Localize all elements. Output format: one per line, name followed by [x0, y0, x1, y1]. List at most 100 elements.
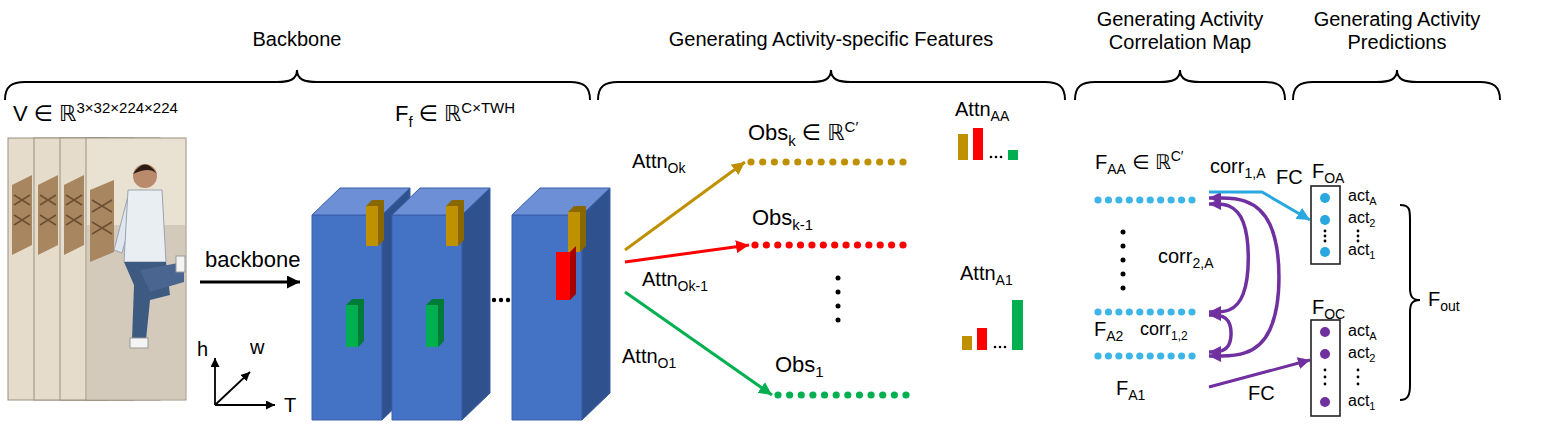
node-label: 2	[1369, 352, 1375, 364]
section-title: Generating Activity Predictions	[1292, 8, 1502, 54]
axis-label: w	[250, 336, 264, 359]
vector-dot	[747, 158, 754, 165]
node-label: 3×32×224×224	[77, 99, 178, 116]
patch	[556, 252, 570, 300]
person-shoe	[176, 256, 185, 272]
ellipsis-dot	[1357, 235, 1360, 238]
node-label: OA	[1324, 170, 1344, 186]
vector-dot	[899, 158, 906, 165]
vector-dot	[820, 241, 827, 248]
correlation-arc	[1209, 315, 1231, 352]
ellipsis-dot	[1357, 383, 1360, 386]
output-dot	[1320, 397, 1330, 407]
dot	[836, 276, 841, 281]
dot	[999, 346, 1002, 349]
node-label: act	[1348, 344, 1369, 361]
bar	[977, 328, 987, 350]
vector-dot	[798, 391, 805, 398]
vector-dot	[763, 241, 770, 248]
label-text: F	[1428, 288, 1440, 310]
correlation-arc	[1209, 198, 1279, 356]
attention-label: AttnAA	[955, 98, 1009, 124]
vector-dot	[1115, 352, 1122, 359]
bar	[1008, 150, 1018, 160]
node-label: 1	[1369, 400, 1375, 412]
observation-vector: Obs1	[772, 352, 912, 402]
node-label: act	[1348, 241, 1369, 258]
node-label: V ∈ ℝ	[13, 101, 77, 126]
brace	[598, 70, 1065, 100]
vector-dot	[751, 241, 758, 248]
dot	[994, 346, 997, 349]
vector-dot	[841, 158, 848, 165]
node-label: k-1	[792, 216, 813, 233]
node-label: A1	[1128, 387, 1145, 403]
label-text: Attn	[642, 268, 678, 290]
text-row: V ∈ ℝ3×32×224×224	[13, 99, 178, 127]
vector-dot	[1136, 308, 1143, 315]
pillow-pattern	[92, 200, 112, 234]
axis	[214, 358, 216, 405]
node-label: C×TWH	[461, 99, 515, 116]
attention-label: AttnOk-1	[642, 268, 708, 294]
vector-dot	[829, 158, 836, 165]
vector-dot	[867, 391, 874, 398]
text-row: FA2	[1094, 318, 1123, 344]
pillow	[90, 180, 114, 262]
label-text: Attn	[960, 262, 996, 284]
node-label: A	[1369, 330, 1376, 342]
ellipsis-dot	[1324, 240, 1327, 243]
label-text: Generating Activity Correlation Map	[1097, 8, 1264, 53]
bar	[973, 128, 983, 160]
text-row: act2	[1348, 209, 1375, 230]
vector-dot	[759, 158, 766, 165]
text-row: FAA∈ ℝC′	[1095, 148, 1183, 177]
patch	[446, 200, 464, 246]
output-label: Fout	[1428, 288, 1460, 314]
vector-dot	[1105, 308, 1112, 315]
dot	[506, 298, 510, 302]
vector-dot	[842, 241, 849, 248]
vector-dot	[1147, 352, 1154, 359]
output-outline	[1311, 320, 1340, 416]
node-label: f	[408, 113, 412, 130]
text-row: act1	[1348, 241, 1375, 262]
attention-arrow	[625, 245, 749, 262]
person-head	[133, 164, 157, 188]
vector-dot	[806, 158, 813, 165]
axis	[215, 372, 250, 405]
dot	[836, 318, 841, 323]
section-title: Generating Activity-specific Features	[611, 28, 1051, 51]
ellipsis-dot	[1324, 376, 1327, 379]
dot	[836, 304, 841, 309]
label-text: 2,A	[1192, 255, 1213, 271]
ellipsis-dot	[1324, 235, 1327, 238]
vector-dot	[877, 241, 884, 248]
cube-side	[462, 188, 490, 420]
label-text: Ok-1	[678, 278, 708, 294]
node-label: C′	[1171, 148, 1184, 164]
vector-dot	[1126, 352, 1133, 359]
brace	[1293, 70, 1500, 100]
output-dot	[1320, 247, 1330, 257]
label-text: Ok	[668, 160, 686, 176]
node-label: ∈ ℝ	[802, 120, 845, 145]
vector-dot	[1147, 308, 1154, 315]
vector-dot	[1178, 308, 1185, 315]
vector-dot	[1168, 352, 1175, 359]
node-label: 1	[815, 363, 823, 380]
label-text: Attn	[632, 150, 668, 172]
label-text: 1,2	[1171, 329, 1188, 343]
node-shape	[300, 95, 625, 425]
node-label: F	[395, 101, 408, 126]
node-label: F	[1312, 296, 1324, 318]
feature-cubes	[312, 188, 610, 420]
node-label: F	[1094, 318, 1106, 340]
text-row: Obs1	[775, 352, 824, 381]
pillow-pattern	[14, 195, 30, 225]
node-label: ∈ ℝ	[419, 101, 462, 126]
video-input: V ∈ ℝ3×32×224×224	[5, 95, 200, 410]
vector-dot	[856, 391, 863, 398]
axis-label: h	[197, 338, 208, 361]
vector-dot	[1178, 352, 1185, 359]
